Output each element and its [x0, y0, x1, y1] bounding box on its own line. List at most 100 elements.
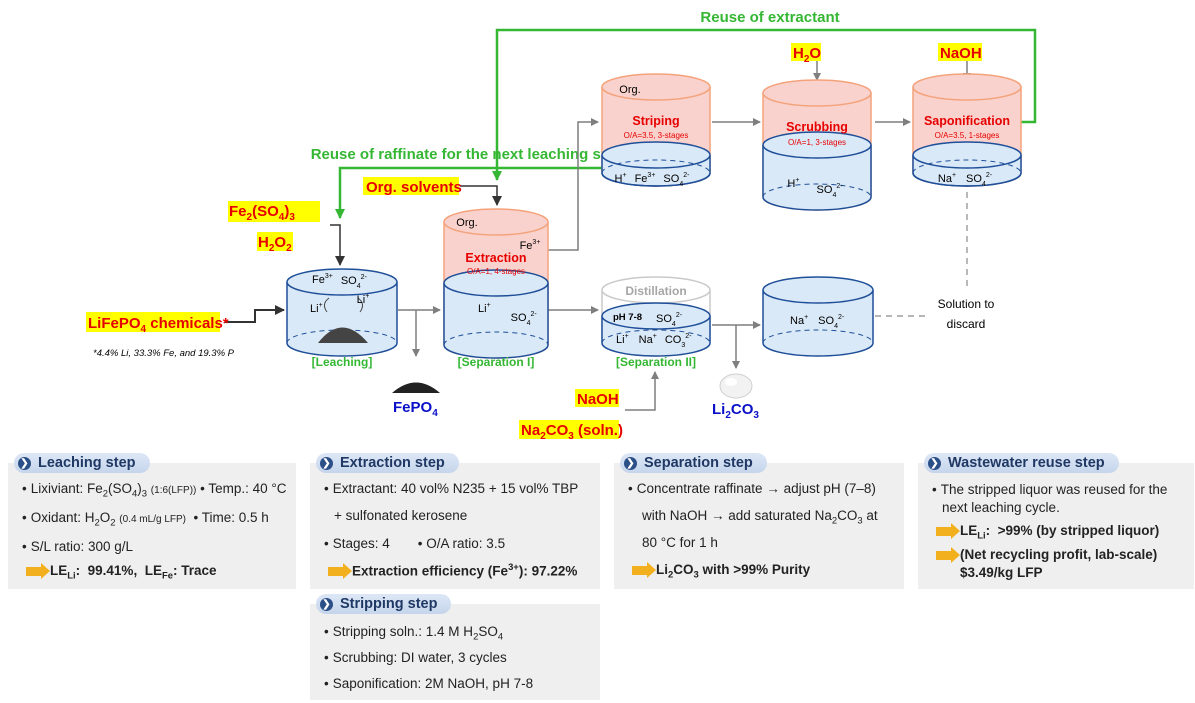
arrow-right-icon	[328, 563, 352, 580]
naoh-top-label: NaOH	[940, 45, 982, 62]
wastewater-step-header: ❯ Wastewater reuse step	[924, 453, 1119, 473]
scrubbing-title: Scrubbing	[786, 120, 848, 134]
li2co3-label: Li2CO3	[712, 401, 759, 421]
stripping-solution: •Stripping soln.: 1.4 M H2SO4	[324, 624, 504, 643]
wastewater-result-value: $3.49/kg LFP	[960, 565, 1043, 580]
stripping-step-title: Stripping step	[340, 596, 438, 612]
extraction-fe-label: Fe3+	[520, 239, 541, 252]
striping-vessel	[601, 73, 711, 187]
fepo4-powder-icon	[392, 382, 440, 393]
extraction-vessel	[443, 208, 549, 359]
scrubbing-vessel	[762, 79, 872, 211]
separation-step-title: Separation step	[644, 455, 753, 471]
wastewater-result-profit: (Net recycling profit, lab-scale)	[936, 546, 1157, 563]
wastewater-result-le: LELi: >99% (by stripped liquor)	[936, 522, 1159, 542]
separation-step-panel: ❯ Separation step •Concentrate raffinate …	[614, 453, 904, 589]
distillation-ions-bottom: Li+Na+CO32-	[616, 333, 692, 349]
stripping-step-panel: ❯ Stripping step •Stripping soln.: 1.4 M …	[310, 594, 600, 700]
fe2so43-label: Fe2(SO4)3	[229, 203, 295, 223]
leaching-oxidant: •Oxidant: H2O2 (0.4 mL/g LFP) • Time: 0.…	[22, 510, 269, 529]
separation2-caption: [Separation II]	[616, 355, 696, 369]
distillation-ions-top: SO42-	[656, 312, 683, 328]
raffinate-reuse-label: Reuse of raffinate for the next leaching…	[311, 146, 624, 163]
stripping-step-header: ❯ Stripping step	[316, 594, 452, 614]
extraction-step-panel: ❯ Extraction step •Extractant: 40 vol% N2…	[310, 453, 600, 589]
wastewater-line2: next leaching cycle.	[942, 500, 1060, 515]
leaching-vessel	[286, 268, 398, 357]
h2o-top-label: H2O	[793, 45, 821, 65]
wastewater-line1: •The stripped liquor was reused for the	[932, 482, 1168, 497]
leaching-step-header: ❯ Leaching step	[14, 453, 150, 473]
separation-line2: with NaOH → add saturated Na2CO3 at	[642, 508, 878, 527]
chevron-right-icon: ❯	[18, 456, 31, 470]
arrow-right-icon	[26, 562, 50, 579]
arrow-right-icon	[632, 561, 656, 578]
final-ions: Na+SO42-	[790, 314, 845, 330]
separation-line1: •Concentrate raffinate → adjust pH (7–8)	[628, 481, 876, 496]
arrow-right-icon	[936, 546, 960, 563]
leaching-ions-li: Li+Li+	[310, 293, 369, 315]
saponification-title: Saponification	[924, 114, 1010, 128]
leaching-caption: [Leaching]	[312, 355, 373, 369]
distillation-ph: pH 7-8	[613, 312, 642, 323]
saponification-vessel	[912, 73, 1022, 187]
distillation-vessel	[601, 276, 711, 357]
na2co3-label: Na2CO3 (soln.)	[521, 422, 623, 440]
fepo4-label: FePO4	[393, 399, 438, 419]
striping-title: Striping	[632, 114, 679, 128]
leaching-result: LELi: 99.41%, LEFe: Trace	[26, 562, 217, 582]
saponification-condition: O/A=3.5, 1-stages	[935, 131, 1000, 140]
chevron-right-icon: ❯	[624, 456, 637, 470]
distillation-title: Distillation	[625, 284, 686, 298]
li2co3-powder-icon	[719, 373, 753, 399]
arrow-extraction-to-striping	[547, 118, 599, 251]
separation-step-header: ❯ Separation step	[620, 453, 767, 473]
discard-label-1: Solution to	[938, 297, 995, 311]
striping-condition: O/A=3.5, 3-stages	[624, 131, 689, 140]
composition-footnote: *4.4% Li, 33.3% Fe, and 19.3% P	[93, 348, 235, 359]
stripping-saponification: •Saponification: 2M NaOH, pH 7-8	[324, 676, 534, 691]
arrow-lifepo4-to-leaching	[225, 305, 285, 323]
discard-label-2: discard	[947, 317, 986, 331]
process-flow-diagram: Reuse of extractant Reuse of raffinate f…	[86, 9, 1037, 440]
extraction-extractant: •Extractant: 40 vol% N235 + 15 vol% TBP	[324, 481, 579, 496]
striping-org-label: Org.	[619, 84, 640, 96]
arrow-fe2so43-to-leaching	[330, 224, 345, 266]
arrow-na2co3-to-distillation	[625, 371, 659, 411]
h2o2-label: H2O2	[258, 234, 292, 254]
leaching-lixiviant: •Lixiviant: Fe2(SO4)3 (1:6(LFP)) • Temp.…	[22, 481, 287, 500]
extraction-org-label: Org.	[456, 217, 477, 229]
lfp-powder-pile	[318, 327, 368, 343]
chevron-right-icon: ❯	[320, 456, 333, 470]
chevron-right-icon: ❯	[928, 456, 941, 470]
wastewater-step-panel: ❯ Wastewater reuse step •The stripped liq…	[918, 453, 1194, 589]
extraction-stages: •Stages: 4• O/A ratio: 3.5	[324, 536, 506, 551]
leaching-step-panel: ❯ Leaching step •Lixiviant: Fe2(SO4)3 (1:…	[8, 453, 296, 589]
saponification-ions: Na+SO42-	[938, 172, 993, 188]
naoh-bottom-label: NaOH	[577, 391, 619, 408]
arrow-right-icon	[936, 522, 960, 539]
extraction-extractant-cont: + sulfonated kerosene	[334, 508, 468, 523]
org-solvents-label: Org. solvents	[366, 179, 462, 196]
scrubbing-ions: H+ SO42-	[787, 177, 843, 199]
final-solution-vessel	[762, 276, 874, 357]
extraction-step-header: ❯ Extraction step	[316, 453, 459, 473]
leaching-step-title: Leaching step	[38, 455, 136, 471]
extraction-ions: Li+SO42-	[478, 302, 537, 327]
arrow-orgsolvents-to-extraction	[460, 185, 502, 206]
raffinate-reuse-loop	[335, 166, 602, 219]
scrubbing-condition: O/A=1, 3-stages	[788, 138, 846, 147]
extractant-reuse-label: Reuse of extractant	[700, 9, 839, 26]
chevron-right-icon: ❯	[320, 597, 333, 611]
extraction-title: Extraction	[465, 251, 526, 265]
extraction-step-title: Extraction step	[340, 455, 445, 471]
wastewater-step-title: Wastewater reuse step	[948, 455, 1105, 471]
leaching-sl-ratio: •S/L ratio: 300 g/L	[22, 539, 134, 554]
separation1-caption: [Separation I]	[458, 355, 535, 369]
stripping-scrubbing: •Scrubbing: DI water, 3 cycles	[324, 650, 507, 665]
extractant-reuse-loop	[492, 28, 1037, 181]
extraction-result: Extraction efficiency (Fe3+): 97.22%	[328, 562, 577, 580]
leaching-ions-top: Fe3+SO42-	[312, 273, 368, 290]
lifepo4-label: LiFePO4 chemicals*	[88, 315, 229, 335]
extraction-condition: O/A=1, 4-stages	[467, 267, 525, 276]
